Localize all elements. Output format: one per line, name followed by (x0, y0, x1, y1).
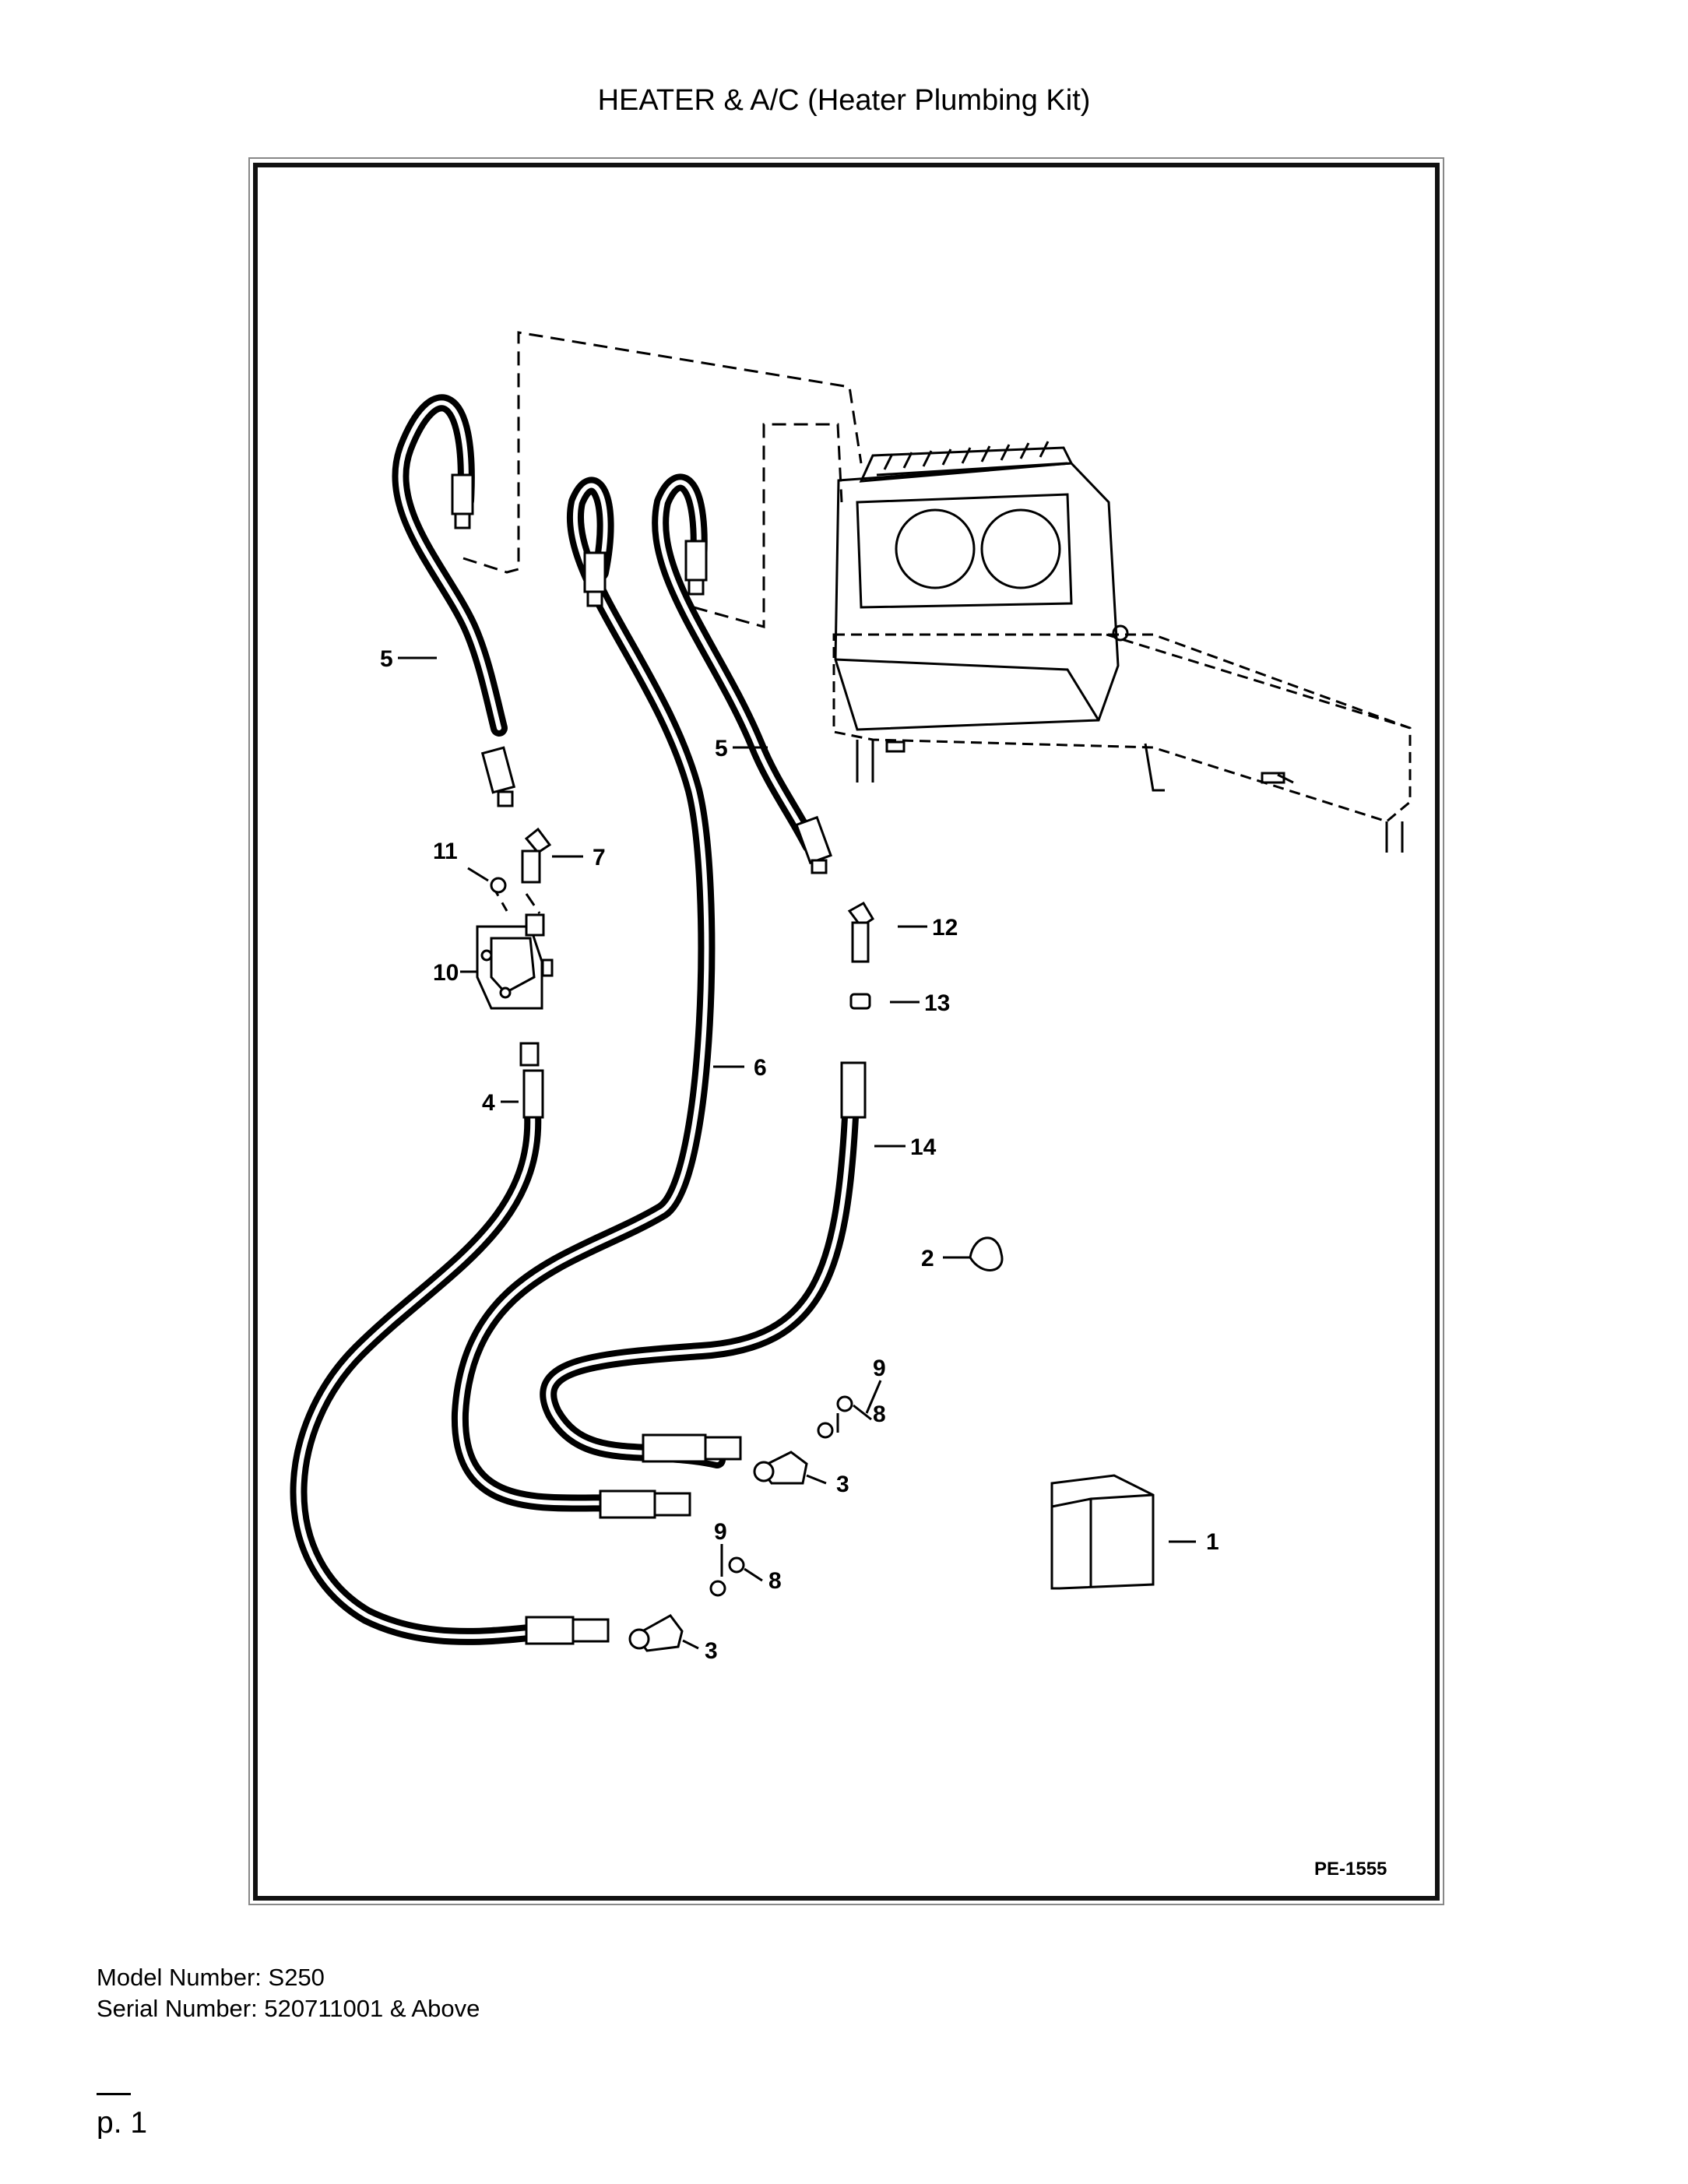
hoses (290, 394, 859, 1645)
o-ring-8 (728, 1556, 745, 1574)
callout-12: 12 (932, 915, 958, 941)
valve-10 (476, 913, 554, 1010)
nut-11 (490, 877, 507, 894)
fitting-7 (524, 827, 552, 854)
callout-8: 8 (873, 1401, 886, 1427)
callout-3: 3 (705, 1638, 718, 1664)
clamp-2 (969, 1236, 1004, 1271)
diagram-frame-outer (248, 157, 1444, 1905)
callout-14: 14 (910, 1134, 937, 1160)
callout-9: 9 (714, 1519, 727, 1545)
fitting-13 (849, 993, 871, 1010)
parts-diagram: 1 2 3 3 4 5 5 6 7 8 8 9 9 10 11 12 13 14… (290, 331, 1412, 1880)
callout-11: 11 (433, 839, 458, 864)
callout-13: 13 (924, 990, 950, 1016)
fittings (451, 473, 1155, 1652)
hose-end (451, 473, 474, 515)
callout-labels: 1 2 3 3 4 5 5 6 7 8 8 9 9 10 11 12 13 14 (380, 646, 1219, 1664)
routing-lines (462, 331, 863, 994)
callout-2: 2 (921, 1246, 934, 1271)
callout-5: 5 (715, 736, 728, 761)
heater-unit (832, 441, 1412, 853)
callout-5: 5 (380, 646, 393, 672)
hose-end (795, 815, 832, 865)
o-ring-9 (709, 1580, 726, 1597)
callout-8: 8 (768, 1568, 782, 1594)
callout-1: 1 (1206, 1529, 1219, 1555)
model-number: Model Number: S250 (97, 1964, 325, 1991)
hose-end (684, 540, 708, 582)
callout-9: 9 (873, 1356, 886, 1381)
callout-3: 3 (836, 1472, 849, 1497)
hose-end (480, 746, 516, 794)
o-ring-8 (836, 1395, 853, 1412)
leader-lines (398, 656, 1196, 1650)
serial-number: Serial Number: 520711001 & Above (97, 1995, 480, 2022)
hose-5-right (652, 473, 819, 853)
callout-10: 10 (433, 960, 459, 986)
page-title: HEATER & A/C (Heater Plumbing Kit) (597, 84, 1091, 117)
kit-box-1 (1050, 1474, 1155, 1590)
hose-end (583, 551, 607, 593)
diagram-frame (253, 163, 1440, 1901)
hose-14 (540, 1109, 859, 1468)
drawing-code: PE-1555 (1314, 1859, 1387, 1880)
o-ring-9 (817, 1422, 834, 1439)
footer-rule (97, 2093, 131, 2095)
fitting-12 (847, 901, 875, 929)
callout-6: 6 (754, 1055, 767, 1081)
callout-4: 4 (482, 1090, 495, 1116)
callout-7: 7 (593, 845, 606, 870)
page-number: p. 1 (97, 2106, 148, 2140)
